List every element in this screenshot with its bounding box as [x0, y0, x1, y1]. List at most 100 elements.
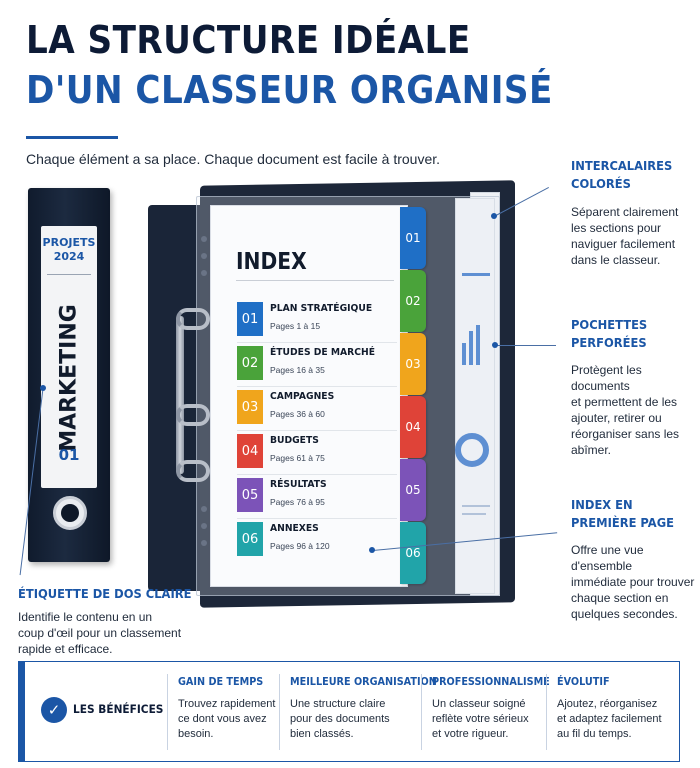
callout-etiquette-title: ÉTIQUETTE DE DOS CLAIRE: [18, 586, 192, 601]
doc-donut: [455, 433, 489, 467]
callout-body-line: coup d'œil pour un classement: [18, 626, 182, 640]
benefit-body-line: pour des documents: [290, 713, 390, 725]
spine-projects-line2: 2024: [53, 250, 85, 263]
doc-bar: [476, 325, 480, 365]
main-title-line2: D'UN CLASSEUR ORGANISÉ: [26, 68, 553, 112]
index-entry: 03 CAMPAGNES Pages 36 à 60: [237, 390, 403, 431]
callout-index-title: INDEX EN PREMIÈRE PAGE: [571, 496, 674, 532]
benefit-body: Une structure claire pour des documents …: [290, 697, 414, 742]
index-entry-label: BUDGETS: [270, 435, 319, 446]
benefit-body-line: besoin.: [178, 728, 214, 740]
index-entry-label: ÉTUDES DE MARCHÉ: [270, 347, 376, 358]
benefit-title: ÉVOLUTIF: [557, 676, 610, 688]
spine-projects-line1: PROJETS: [42, 236, 96, 249]
index-entry-label: CAMPAGNES: [270, 391, 335, 402]
divider-tab[interactable]: 06: [400, 522, 426, 584]
benefit-body-line: reflète votre sérieux: [432, 713, 529, 725]
callout-body-line: rapide et efficace.: [18, 642, 113, 656]
callout-body-line: naviguer facilement: [571, 237, 676, 251]
index-entry: 04 BUDGETS Pages 61 à 75: [237, 434, 403, 475]
callout-body-line: immédiate pour trouver: [571, 575, 695, 589]
index-entry-pages: Pages 1 à 15: [270, 321, 321, 331]
index-entry-label: PLAN STRATÉGIQUE: [270, 303, 373, 314]
index-entry: 06 ANNEXES Pages 96 à 120: [237, 522, 403, 558]
benefit-body-line: et votre rigueur.: [432, 728, 509, 740]
callout-body-line: et permettent de les: [571, 395, 678, 409]
binder-spine: PROJETS 2024 MARKETING 01: [28, 188, 110, 562]
callout-body-line: les sections pour: [571, 221, 662, 235]
benefit-body-line: au fil du temps.: [557, 728, 632, 740]
divider-tab[interactable]: 04: [400, 396, 426, 458]
doc-bar: [462, 343, 466, 365]
index-entry-divider: [237, 518, 397, 519]
callout-intercalaires-title: INTERCALAIRES COLORÉS: [571, 157, 672, 193]
index-entry-number: 04: [237, 434, 263, 468]
binder-ring-icon: [176, 308, 210, 330]
benefit-separator: [421, 674, 422, 750]
callout-title-line: COLORÉS: [571, 176, 631, 191]
benefit-body-line: Ajoutez, réorganisez: [557, 698, 658, 710]
spine-separator: [47, 274, 91, 275]
index-entry-pages: Pages 76 à 95: [270, 497, 325, 507]
doc-line: [462, 273, 490, 276]
divider-tab[interactable]: 03: [400, 333, 426, 395]
leader-line-pochettes: [496, 345, 556, 346]
benefit-title: GAIN DE TEMPS: [178, 676, 264, 688]
benefit-title: PROFESSIONNALISME: [432, 676, 550, 688]
divider-tab[interactable]: 01: [400, 207, 426, 269]
benefit-body-line: et adaptez facilement: [557, 713, 662, 725]
index-title: INDEX: [236, 249, 307, 275]
punch-hole: [201, 270, 207, 276]
callout-intercalaires-body: Séparent clairement les sections pour na…: [571, 204, 678, 268]
index-entry-label: ANNEXES: [270, 523, 319, 534]
callout-title-line: INDEX EN: [571, 497, 633, 512]
callout-title-line: PREMIÈRE PAGE: [571, 515, 675, 530]
benefit-body-line: ce dont vous avez: [178, 713, 267, 725]
index-title-rule: [236, 280, 394, 281]
doc-line: [462, 505, 490, 507]
index-entry-pages: Pages 61 à 75: [270, 453, 325, 463]
callout-title-line: PERFORÉES: [571, 335, 647, 350]
index-entry-divider: [237, 342, 397, 343]
divider-tab[interactable]: 05: [400, 459, 426, 521]
spine-number: 01: [58, 446, 80, 464]
benefit-body-line: bien classés.: [290, 728, 354, 740]
callout-body-line: réorganiser sans les: [571, 427, 680, 441]
index-entry: 01 PLAN STRATÉGIQUE Pages 1 à 15: [237, 302, 403, 343]
benefit-body-line: Une structure claire: [290, 698, 386, 710]
leader-dot: [492, 342, 498, 348]
benefits-label: LES BÉNÉFICES: [73, 702, 164, 716]
punch-hole: [201, 523, 207, 529]
callout-body-line: Identifie le contenu en un: [18, 610, 153, 624]
index-entry-pages: Pages 96 à 120: [270, 541, 330, 551]
benefit-body-line: Trouvez rapidement: [178, 698, 276, 710]
index-entry-number: 06: [237, 522, 263, 556]
spine-finger-hole-icon: [53, 496, 87, 530]
subtitle: Chaque élément a sa place. Chaque docume…: [26, 151, 441, 167]
callout-body-line: Protègent les documents: [571, 363, 642, 393]
punch-hole: [201, 506, 207, 512]
callout-body-line: abîmer.: [571, 443, 612, 457]
divider-tab[interactable]: 02: [400, 270, 426, 332]
callout-body-line: quelques secondes.: [571, 607, 678, 621]
sheet-layer: [455, 198, 495, 594]
doc-line: [462, 513, 486, 515]
benefit-body-line: Un classeur soigné: [432, 698, 526, 710]
callout-title-line: INTERCALAIRES: [571, 158, 673, 173]
main-title-line1: LA STRUCTURE IDÉALE: [26, 18, 471, 62]
background-document-graphics: [455, 273, 490, 515]
spine-vertical-label: MARKETING: [56, 304, 82, 452]
benefit-body: Un classeur soigné reflète votre sérieux…: [432, 697, 556, 742]
index-entry-label: RÉSULTATS: [270, 479, 327, 490]
index-entry-divider: [237, 430, 397, 431]
index-entry-pages: Pages 36 à 60: [270, 409, 325, 419]
leader-dot: [491, 213, 497, 219]
index-entry-number: 03: [237, 390, 263, 424]
doc-bar: [469, 331, 473, 365]
callout-index-body: Offre une vue d'ensemble immédiate pour …: [571, 542, 700, 622]
index-entry-number: 01: [237, 302, 263, 336]
callout-body-line: ajouter, retirer ou: [571, 411, 662, 425]
index-entry-pages: Pages 16 à 35: [270, 365, 325, 375]
